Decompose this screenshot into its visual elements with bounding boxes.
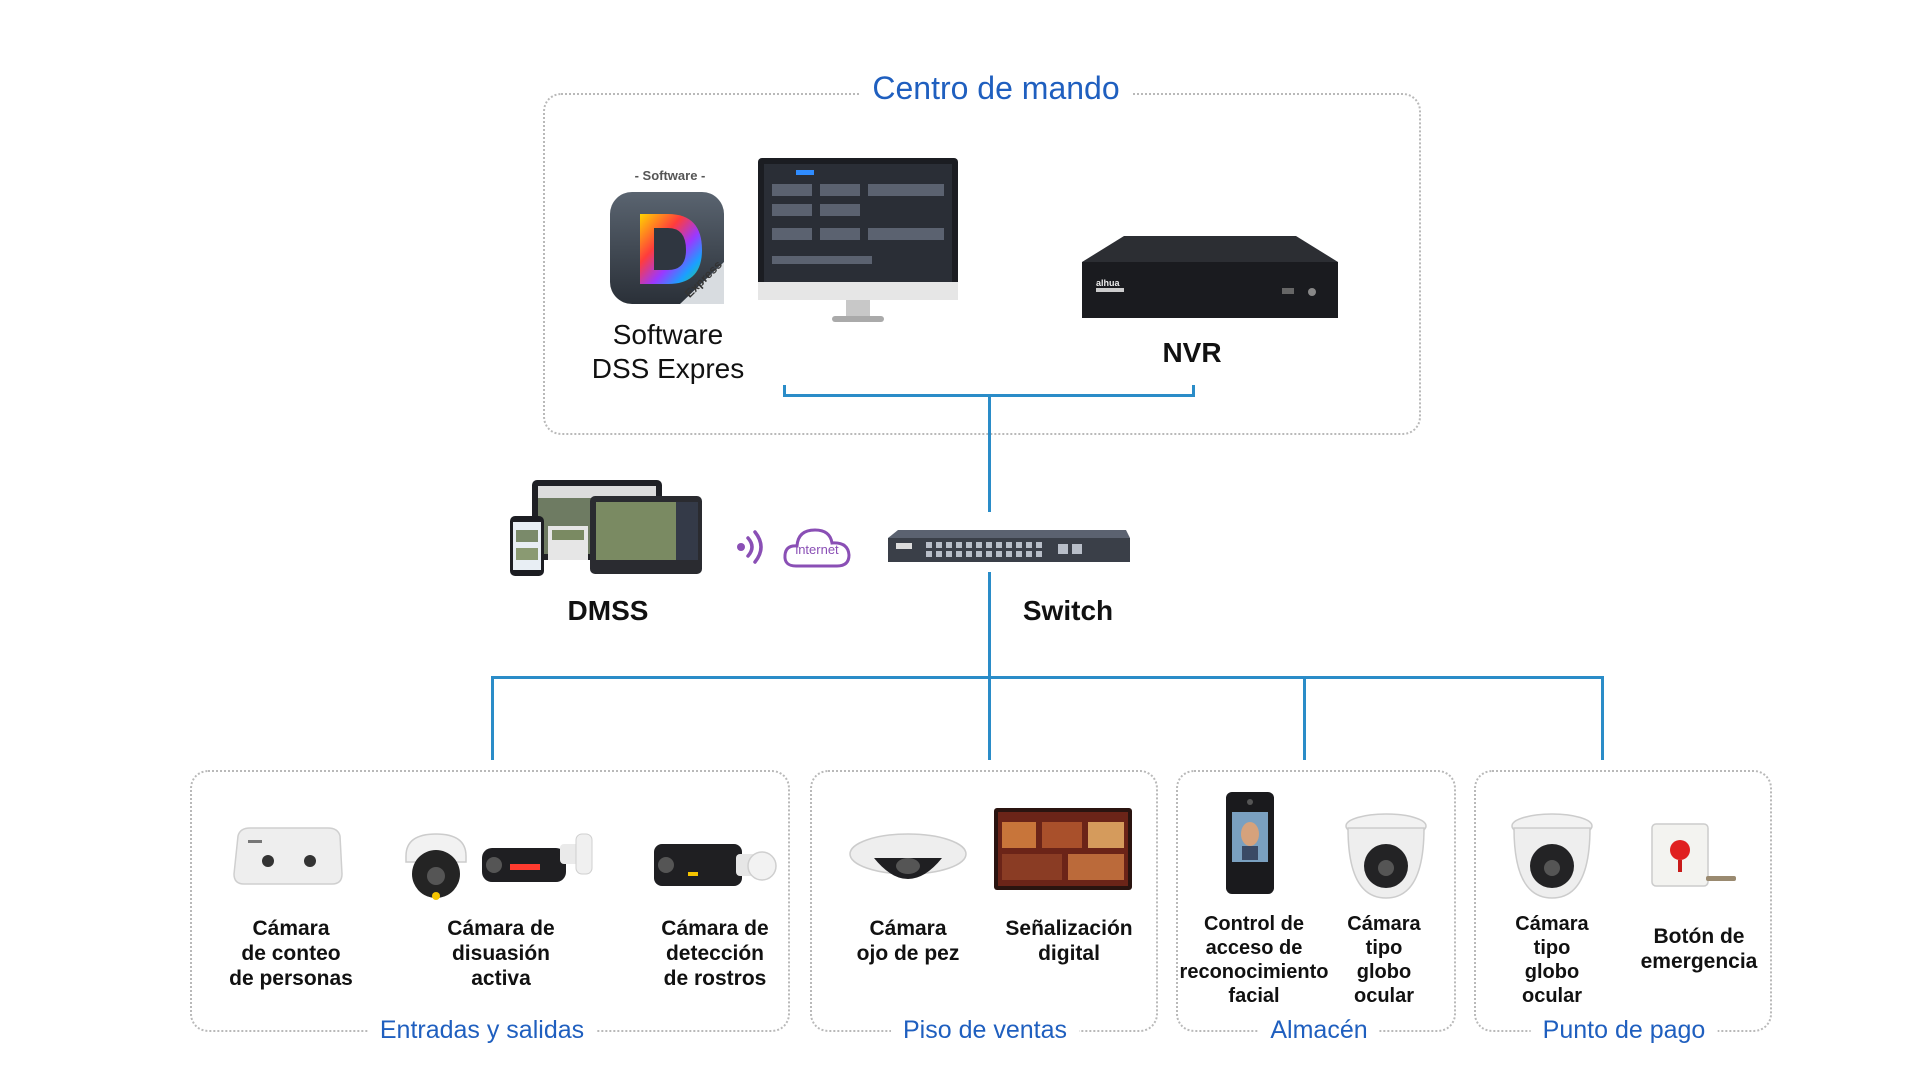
zone-almacen-title: Almacén xyxy=(1258,1016,1380,1045)
nvr-icon xyxy=(1082,236,1338,318)
trunk-lower xyxy=(988,572,991,760)
bullet-camera-icon xyxy=(482,833,593,882)
software-badge: - Software - xyxy=(634,168,706,183)
fisheye-camera-icon xyxy=(849,833,967,879)
face-detection-camera-icon xyxy=(654,844,777,886)
internet-cloud-icon xyxy=(783,528,851,568)
dmss-devices-icon xyxy=(510,480,702,576)
drop-pago xyxy=(1601,676,1604,760)
drop-almacen xyxy=(1303,676,1306,760)
cc-bracket-left xyxy=(783,385,786,397)
nvr-logo: alhua xyxy=(1096,278,1120,288)
face-access-control-icon xyxy=(1226,792,1274,894)
eyeball-camera-icon xyxy=(1511,813,1593,899)
digital-signage-icon xyxy=(994,808,1132,890)
dmss-label: DMSS xyxy=(567,595,649,626)
switch-icon xyxy=(888,530,1130,562)
zone-pago-title: Punto de pago xyxy=(1530,1016,1718,1045)
eyeball-camera-icon xyxy=(1345,813,1427,899)
monitor-icon xyxy=(758,158,958,322)
zone-entradas-title: Entradas y salidas xyxy=(367,1016,597,1045)
command-center-title: Centro de mando xyxy=(860,70,1132,107)
drop-entradas xyxy=(491,676,494,760)
zone-piso-title: Piso de ventas xyxy=(891,1016,1079,1045)
people-counting-camera-icon xyxy=(233,827,343,885)
switch-label: Switch xyxy=(1022,595,1114,626)
wifi-signal-icon xyxy=(737,530,763,564)
zone-entradas-box xyxy=(190,770,790,1032)
emergency-button-icon xyxy=(1651,823,1736,887)
dome-camera-icon xyxy=(405,833,467,900)
nvr-label: NVR xyxy=(1162,337,1222,368)
distribution-bar xyxy=(491,676,1604,679)
internet-label: internet xyxy=(795,542,839,557)
cc-bracket-right xyxy=(1192,385,1195,397)
software-label: Software DSS Expres xyxy=(591,319,745,384)
trunk-upper xyxy=(988,394,991,512)
dss-express-icon xyxy=(610,192,724,304)
